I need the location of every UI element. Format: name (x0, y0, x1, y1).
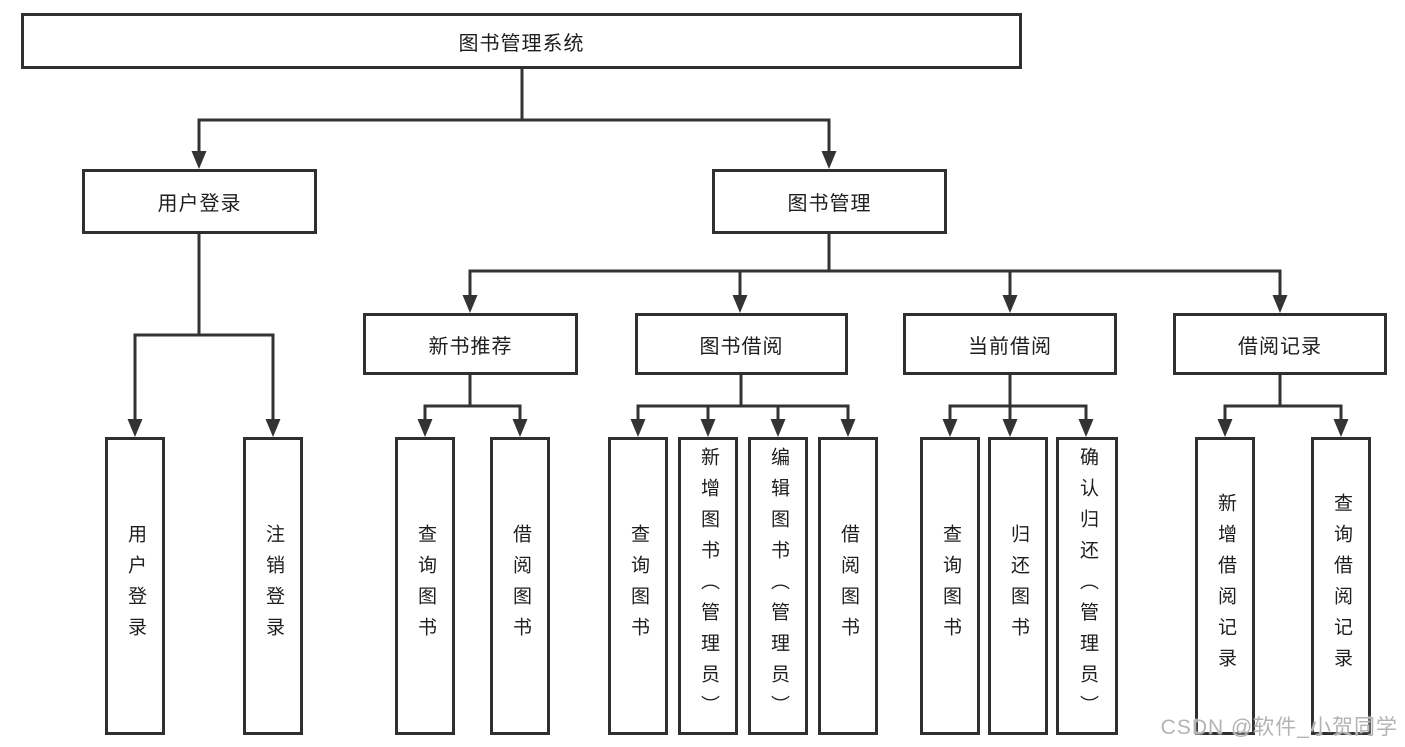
node-user-login: 用户登录 (82, 169, 317, 234)
leaf-add-book-admin-label: 新增图书（管理员） (697, 446, 719, 726)
node-book-borrow-label: 图书借阅 (699, 335, 784, 358)
leaf-return-book-label: 归还图书 (1007, 524, 1029, 648)
leaf-edit-book-admin-label: 编辑图书（管理员） (767, 446, 789, 726)
node-current-borrow: 当前借阅 (903, 313, 1117, 375)
leaf-user-login: 用户登录 (105, 437, 165, 735)
node-book-management-label: 图书管理 (787, 193, 872, 215)
node-new-book-recommend-label: 新书推荐 (428, 335, 513, 358)
leaf-add-borrow-record-label: 新增借阅记录 (1214, 493, 1236, 679)
leaf-recommend-query-book-label: 查询图书 (414, 524, 436, 648)
node-root: 图书管理系统 (21, 13, 1022, 69)
leaf-edit-book-admin: 编辑图书（管理员） (748, 437, 808, 735)
leaf-user-login-label: 用户登录 (124, 524, 146, 648)
leaf-logout: 注销登录 (243, 437, 303, 735)
leaf-borrow-book-label: 借阅图书 (837, 524, 859, 648)
arrowheads (127, 151, 1349, 437)
leaf-confirm-return-admin: 确认归还（管理员） (1056, 437, 1118, 735)
leaf-add-borrow-record: 新增借阅记录 (1195, 437, 1255, 735)
leaf-confirm-return-admin-label: 确认归还（管理员） (1076, 446, 1098, 726)
node-borrow-record-label: 借阅记录 (1238, 335, 1322, 358)
leaf-query-borrow-record: 查询借阅记录 (1311, 437, 1371, 735)
leaf-current-query-book-label: 查询图书 (939, 524, 961, 648)
node-user-login-label: 用户登录 (157, 193, 242, 215)
leaf-recommend-query-book: 查询图书 (395, 437, 455, 735)
leaf-query-borrow-record-label: 查询借阅记录 (1330, 493, 1352, 679)
node-current-borrow-label: 当前借阅 (968, 335, 1052, 358)
leaf-return-book: 归还图书 (988, 437, 1048, 735)
leaf-recommend-borrow-book-label: 借阅图书 (509, 524, 531, 648)
node-book-management: 图书管理 (712, 169, 947, 234)
leaf-borrow-query-book: 查询图书 (608, 437, 668, 735)
leaf-current-query-book: 查询图书 (920, 437, 980, 735)
leaf-add-book-admin: 新增图书（管理员） (678, 437, 738, 735)
leaf-borrow-book: 借阅图书 (818, 437, 878, 735)
node-borrow-record: 借阅记录 (1173, 313, 1387, 375)
node-book-borrow: 图书借阅 (635, 313, 848, 375)
node-root-label: 图书管理系统 (458, 32, 585, 55)
leaf-logout-label: 注销登录 (262, 524, 284, 648)
leaf-recommend-borrow-book: 借阅图书 (490, 437, 550, 735)
leaf-borrow-query-book-label: 查询图书 (627, 524, 649, 648)
node-new-book-recommend: 新书推荐 (363, 313, 578, 375)
